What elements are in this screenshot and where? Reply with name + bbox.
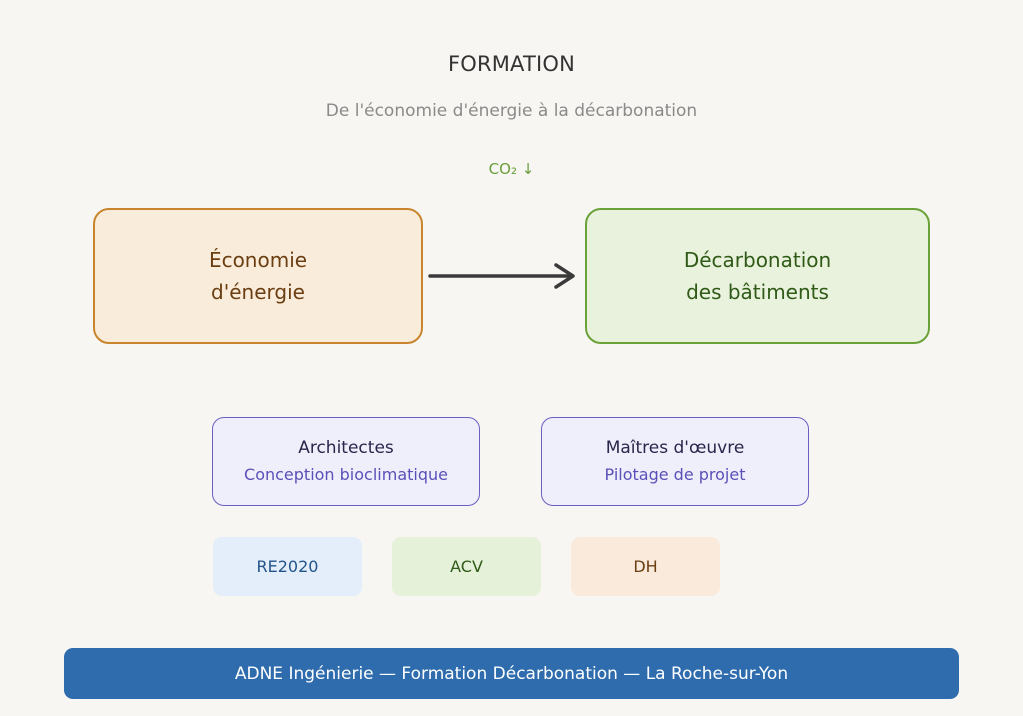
audience-subtitle: Pilotage de projet [604,464,746,484]
footer-banner: ADNE Ingénierie — Formation Décarbonatio… [64,648,959,699]
arrow-head [554,263,575,289]
energy-saving-line2: d'énergie [211,280,305,304]
audience-architects-card: Architectes Conception bioclimatique [212,417,480,506]
diagram-subtitle: De l'économie d'énergie à la décarbonati… [325,101,698,121]
audience-project-managers-card: Maîtres d'œuvre Pilotage de projet [541,417,809,506]
decarbonation-line2: des bâtiments [686,280,829,304]
diagram-title: FORMATION [447,52,576,76]
audience-title: Maîtres d'œuvre [605,437,745,458]
tag-re2020: RE2020 [213,537,362,596]
audience-subtitle: Conception bioclimatique [244,464,448,484]
energy-saving-line1: Économie [208,248,308,272]
decarbonation-line1: Décarbonation [683,248,832,272]
footer-text: ADNE Ingénierie — Formation Décarbonatio… [234,663,789,684]
building-decarbonation-box: Décarbonation des bâtiments [585,208,930,344]
audience-title: Architectes [298,437,394,458]
tag-dh: DH [571,537,720,596]
energy-saving-box: Économie d'énergie [93,208,423,344]
arrow-right-icon [428,263,575,289]
tag-acv: ACV [392,537,541,596]
co2-reduction-indicator: CO₂ ↓ [488,160,535,178]
